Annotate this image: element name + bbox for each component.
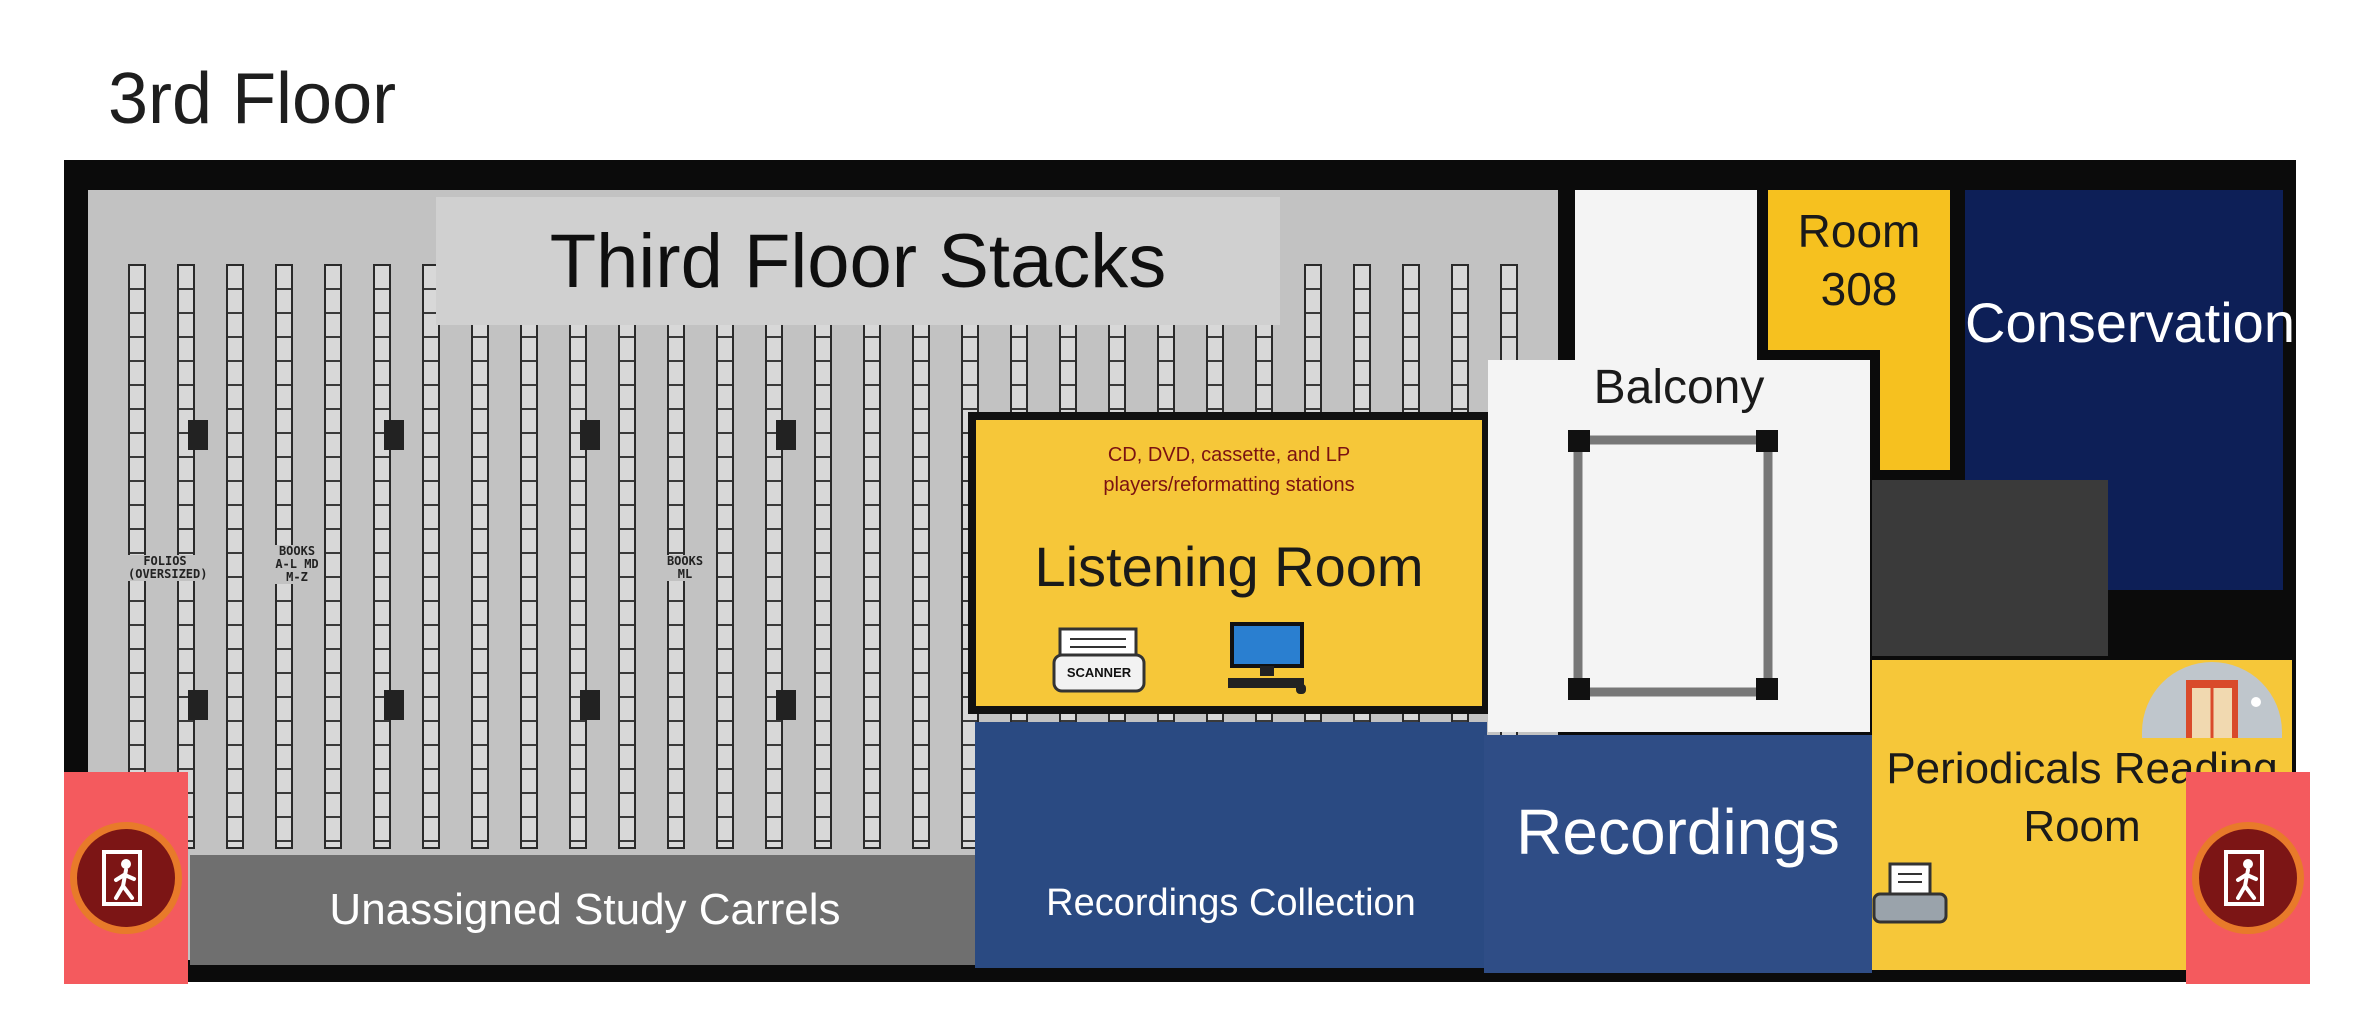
column-post [580, 690, 600, 720]
column-post [776, 420, 796, 450]
exit-right[interactable] [2186, 772, 2310, 984]
column-post [384, 690, 404, 720]
stairwell [1872, 480, 2108, 656]
listening-room-description: CD, DVD, cassette, and LP players/reform… [1103, 444, 1355, 496]
printer-icon [1870, 860, 1950, 928]
recordings-collection-area[interactable]: Recordings Collection [975, 722, 1487, 968]
listening-room[interactable]: CD, DVD, cassette, and LP players/reform… [968, 412, 1490, 714]
column-post [580, 420, 600, 450]
shelf-unit [373, 264, 391, 849]
conservation-room[interactable]: Conservation [1965, 190, 2295, 590]
balcony[interactable]: Balcony [1488, 360, 1870, 732]
shelf-unit [569, 264, 587, 849]
room-308[interactable]: Room 308 [1768, 190, 1950, 350]
scanner-label: SCANNER [1066, 665, 1132, 680]
room-308-annex [1880, 350, 1950, 470]
column-post [188, 420, 208, 450]
scanner-icon: SCANNER [1052, 625, 1148, 699]
shelf-unit [226, 264, 244, 849]
recordings-room[interactable]: Recordings [1484, 735, 1872, 973]
conservation-label: Conservation [1965, 291, 2295, 354]
shelf-unit [471, 264, 489, 849]
computer-icon [1226, 620, 1310, 698]
recordings-label: Recordings [1516, 796, 1840, 868]
folios-label: FOLIOS (OVERSIZED) [128, 554, 208, 581]
books-al-label: BOOKS A-L MD M-Z [270, 545, 324, 584]
shelf-unit [863, 264, 881, 849]
shelf-unit [814, 264, 832, 849]
shelf-unit [422, 264, 440, 849]
balcony-label: Balcony [1593, 361, 1765, 414]
shelf-unit [716, 264, 734, 849]
column-post [384, 420, 404, 450]
balcony-corridor [1575, 190, 1757, 370]
exit-icon [70, 822, 182, 934]
shelf-unit [765, 264, 783, 849]
books-ml-label: BOOKS ML [658, 555, 712, 581]
elevator-icon [2142, 662, 2282, 738]
column-post [776, 690, 796, 720]
recordings-collection-label: Recordings Collection [1046, 882, 1416, 924]
balcony-railing [1568, 430, 1778, 700]
shelf-unit [912, 264, 930, 849]
page-title: 3rd Floor [108, 59, 397, 139]
column-post [188, 690, 208, 720]
shelf-unit [324, 264, 342, 849]
study-carrels-area[interactable]: Unassigned Study Carrels [190, 855, 980, 965]
listening-room-title: Listening Room [1034, 535, 1424, 598]
shelf-unit [520, 264, 538, 849]
exit-icon [2192, 822, 2304, 934]
stacks-label: Third Floor Stacks [436, 197, 1280, 325]
exit-left[interactable] [64, 772, 188, 984]
shelf-unit [618, 264, 636, 849]
